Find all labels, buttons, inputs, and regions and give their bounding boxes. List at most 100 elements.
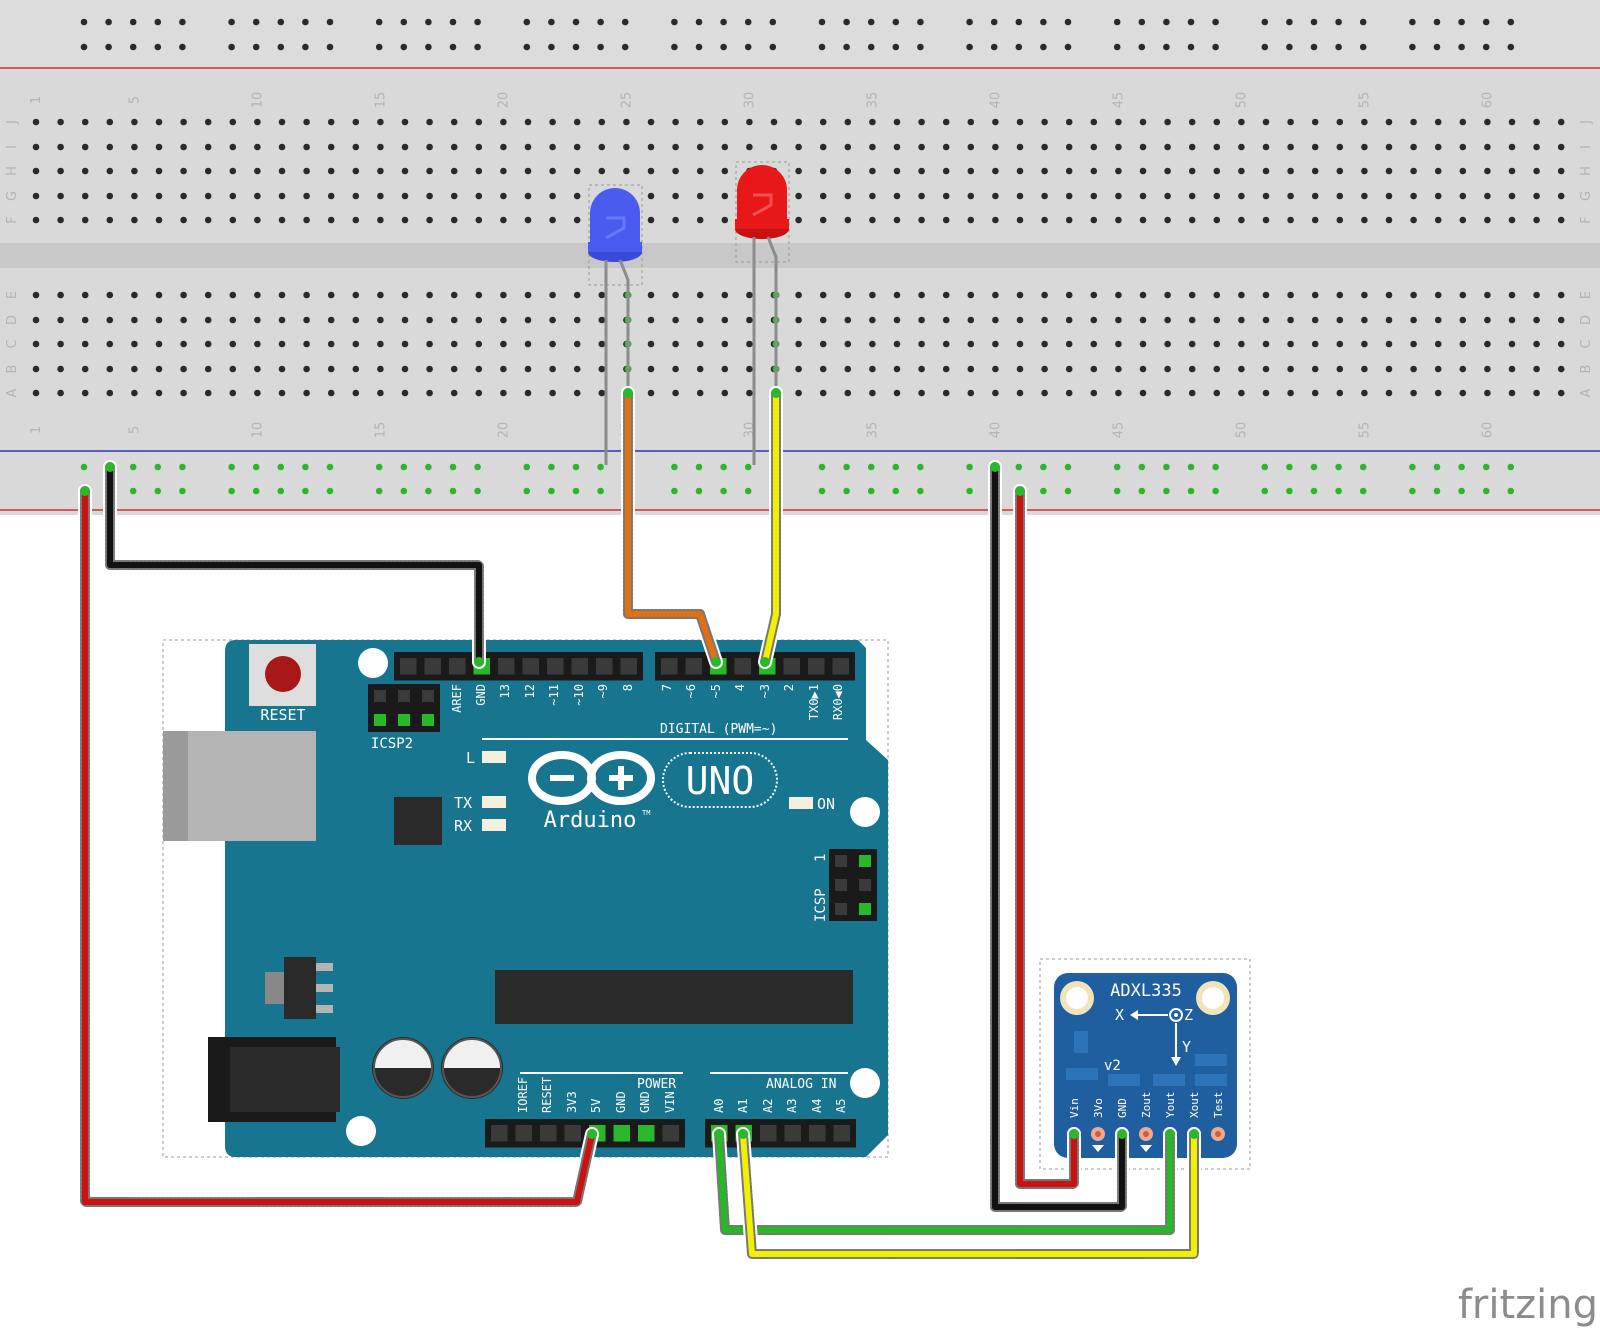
breadboard-hole	[352, 118, 360, 126]
rail-hole	[154, 18, 162, 26]
breadboard-hole	[352, 291, 360, 299]
header-pin	[400, 658, 417, 675]
rail-hole	[425, 18, 432, 26]
breadboard-hole	[352, 365, 360, 373]
breadboard-hole	[967, 340, 975, 348]
breadboard-hole	[1238, 316, 1245, 324]
analog-pin-label: A0	[712, 1099, 726, 1113]
rail-hole	[154, 487, 162, 495]
breadboard-hole	[598, 167, 606, 175]
column-number: 10	[250, 422, 265, 439]
breadboard-hole	[598, 389, 606, 397]
rail-hole	[523, 43, 531, 51]
rail-hole	[744, 487, 752, 495]
blue-led-anode-leg	[618, 259, 630, 393]
rail-hole	[843, 463, 850, 471]
breadboard-hole	[1065, 216, 1073, 224]
breadboard-hole	[131, 118, 138, 126]
digital-header	[394, 652, 855, 681]
breadboard-hole	[942, 192, 950, 200]
breadboard-hole	[81, 167, 89, 175]
breadboard-hole	[524, 316, 532, 324]
header-pin	[374, 690, 386, 702]
breadboard-hole	[1188, 340, 1196, 348]
rail-hole	[1261, 43, 1269, 51]
breadboard-hole	[1262, 143, 1270, 151]
rail-hole	[818, 18, 826, 26]
breadboard-hole	[1484, 365, 1491, 373]
breadboard-hole	[1041, 118, 1048, 126]
dc-jack-barrel	[230, 1047, 340, 1112]
breadboard-hole	[1533, 365, 1540, 373]
breadboard-hole	[1484, 340, 1491, 348]
axis-z-label: Z	[1184, 1006, 1193, 1024]
red-led-lens[interactable]	[737, 165, 787, 219]
rail-hole	[1507, 18, 1515, 26]
breadboard-hole	[377, 291, 384, 299]
breadboard-hole	[1287, 167, 1294, 175]
wire-end	[711, 657, 721, 667]
breadboard-hole	[32, 365, 40, 373]
sensor-board[interactable]	[1054, 973, 1237, 1158]
breadboard-hole	[475, 340, 483, 348]
rail-hole	[1482, 18, 1490, 26]
breadboard-hole	[131, 316, 138, 324]
reset-button[interactable]	[265, 656, 301, 692]
breadboard-hole	[81, 216, 89, 224]
breadboard-hole	[426, 143, 433, 151]
breadboard-hole	[1410, 316, 1417, 324]
header-strip	[655, 652, 855, 681]
icsp-label: ICSP	[813, 888, 829, 922]
breadboard-hole	[106, 365, 114, 373]
breadboard-hole	[1065, 389, 1073, 397]
breadboard-hole	[1188, 143, 1196, 151]
column-number: 15	[373, 422, 388, 439]
breadboard-hole	[1361, 389, 1368, 397]
breadboard-hole	[426, 216, 433, 224]
breadboard-hole	[1385, 340, 1393, 348]
rail-hole	[1040, 463, 1047, 471]
rail-hole	[1482, 487, 1490, 495]
sensor-pin-label: 3Vo	[1092, 1098, 1105, 1118]
arduino-board[interactable]	[225, 640, 888, 1157]
breadboard-hole	[352, 216, 360, 224]
breadboard-hole	[1090, 389, 1098, 397]
rail-hole	[154, 463, 162, 471]
rail-hole	[375, 18, 383, 26]
rail-hole	[892, 43, 900, 51]
breadboard-hole	[475, 389, 483, 397]
rail-hole	[1212, 43, 1219, 51]
header-pin	[662, 1125, 679, 1142]
breadboard-hole	[647, 340, 655, 348]
blue-led-lens[interactable]	[590, 188, 640, 242]
mounting-hole	[850, 1068, 880, 1098]
breadboard-hole	[450, 216, 458, 224]
breadboard-hole	[81, 192, 89, 200]
rail-hole	[695, 18, 703, 26]
breadboard-hole	[672, 167, 679, 175]
breadboard-hole	[696, 192, 704, 200]
breadboard-hole	[1213, 192, 1221, 200]
breadboard-hole	[992, 216, 999, 224]
breadboard-hole	[1311, 118, 1319, 126]
wire-end	[714, 1129, 724, 1139]
digital-pin-label: RX0◀0	[831, 684, 845, 720]
breadboard-hole	[131, 143, 138, 151]
rail-hole	[597, 487, 604, 495]
wire-sensor-gnd	[992, 464, 1125, 1210]
breadboard-hole	[475, 167, 483, 175]
breadboard-hole	[942, 389, 950, 397]
breadboard-hole	[106, 316, 114, 324]
breadboard-hole	[672, 192, 679, 200]
breadboard-hole	[303, 216, 310, 224]
breadboard-hole	[1434, 143, 1442, 151]
breadboard-hole	[352, 167, 360, 175]
rail-hole	[892, 463, 900, 471]
breadboard-hole	[475, 365, 483, 373]
breadboard-hole	[844, 291, 852, 299]
breadboard-hole	[942, 365, 950, 373]
row-letter: D	[5, 315, 20, 325]
breadboard-hole	[377, 216, 384, 224]
breadboard-hole	[1188, 216, 1196, 224]
rail-hole	[80, 18, 88, 26]
